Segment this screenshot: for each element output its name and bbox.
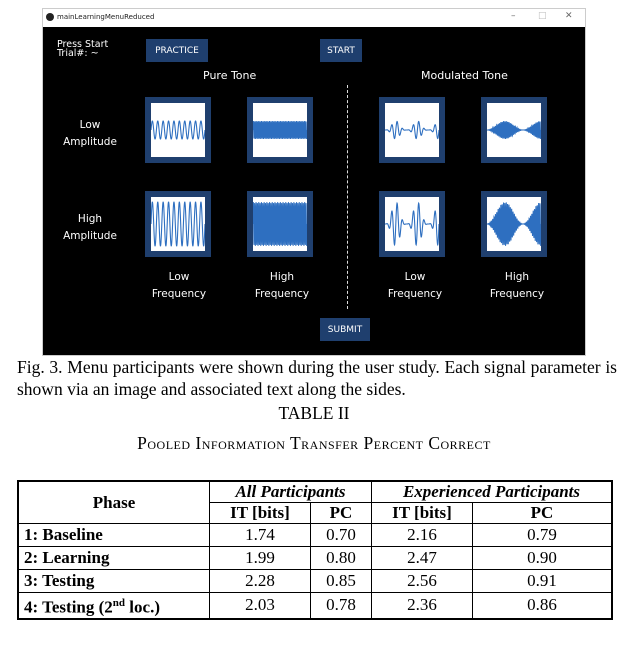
- waveform-option-button[interactable]: [379, 97, 445, 163]
- waveform-icon: [151, 197, 205, 251]
- waveform-icon: [253, 197, 307, 251]
- col-header: IT [bits]: [209, 502, 311, 524]
- table-label: TABLE II: [278, 403, 350, 423]
- title-bar: mainLearningMenuReduced – □ ✕: [43, 9, 585, 27]
- col-header: PC: [310, 502, 372, 524]
- waveform-option-button[interactable]: [145, 191, 211, 257]
- waveform-option-button[interactable]: [379, 191, 445, 257]
- col-header: IT [bits]: [371, 502, 473, 524]
- group-header: All Participants: [209, 480, 372, 503]
- app-icon: [46, 13, 54, 21]
- waveform-option-button[interactable]: [481, 191, 547, 257]
- app-window: mainLearningMenuReduced – □ ✕ Press Star…: [42, 8, 586, 356]
- waveform-icon: [487, 103, 541, 157]
- figure-caption: Fig. 3. Menu participants were shown dur…: [17, 357, 617, 399]
- trial-counter: Trial#: ~: [57, 48, 99, 59]
- waveform-icon: [487, 197, 541, 251]
- phase-header: Phase: [17, 480, 210, 524]
- start-button[interactable]: START: [320, 39, 362, 62]
- submit-button[interactable]: SUBMIT: [320, 318, 370, 341]
- status-line: Press Start: [57, 39, 109, 50]
- results-table: Phase All Participants Experienced Parti…: [17, 480, 613, 620]
- waveform-icon: [385, 197, 439, 251]
- waveform-icon: [253, 103, 307, 157]
- modulated-tone-heading: Modulated Tone: [421, 69, 508, 82]
- waveform-option-button[interactable]: [145, 97, 211, 163]
- table-title: Pooled Information Transfer Percent Corr…: [137, 433, 491, 453]
- waveform-icon: [385, 103, 439, 157]
- maximize-button[interactable]: □: [538, 11, 547, 21]
- col-header: PC: [472, 502, 613, 524]
- practice-button[interactable]: PRACTICE: [146, 39, 208, 62]
- divider: [347, 85, 348, 309]
- waveform-option-button[interactable]: [247, 97, 313, 163]
- waveform-option-button[interactable]: [247, 191, 313, 257]
- minimize-button[interactable]: –: [511, 11, 516, 21]
- waveform-option-button[interactable]: [481, 97, 547, 163]
- close-button[interactable]: ✕: [565, 11, 573, 21]
- status-text: Press Start Trial#: ~: [57, 39, 109, 59]
- pure-tone-heading: Pure Tone: [203, 69, 257, 82]
- group-header: Experienced Participants: [371, 480, 613, 503]
- window-title: mainLearningMenuReduced: [57, 13, 155, 21]
- waveform-icon: [151, 103, 205, 157]
